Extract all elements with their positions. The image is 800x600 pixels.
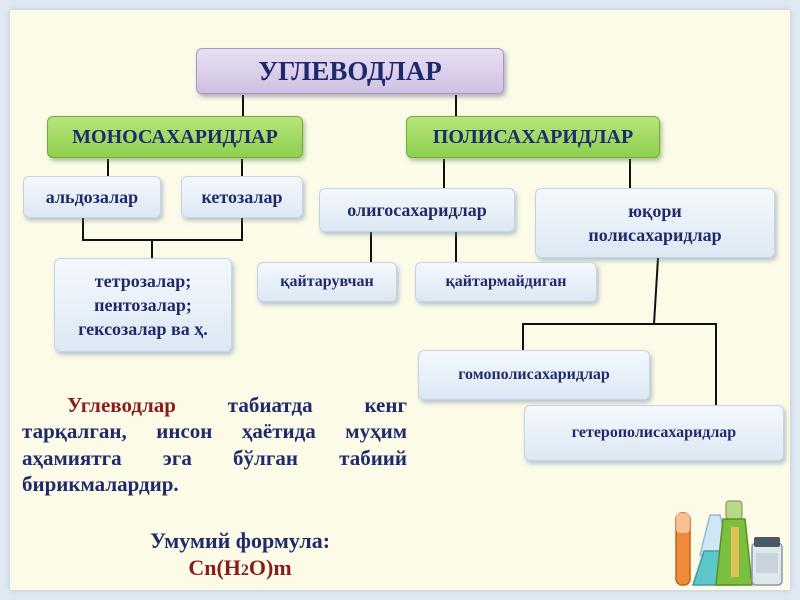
homopolysaccharides-node: гомополисахаридлар — [418, 350, 650, 400]
connector-high-branch — [653, 257, 659, 325]
monosaccharide-types-node: тетрозалар; пентозалар; гексозалар ва ҳ. — [54, 258, 232, 352]
ketoses-node: кетозалар — [181, 176, 303, 218]
higher-polysaccharides-node: юқори полисахаридлар — [535, 188, 775, 258]
reducing-node: қайтарувчан — [257, 262, 397, 302]
lab-glassware-icon — [675, 500, 783, 586]
nonreducing-node: қайтармайдиган — [415, 262, 597, 302]
root-node: УГЛЕВОДЛАР — [196, 48, 504, 94]
highlight-term: Углеводлар — [67, 393, 176, 417]
polysaccharides-node: ПОЛИСАХАРИДЛАР — [406, 116, 660, 158]
mono-types-line-3: гексозалар ва ҳ. — [78, 319, 208, 340]
description-text: табиатда кенг тарқалган, инсон ҳаётида м… — [22, 393, 407, 496]
oligosaccharides-node: олигосахаридлар — [319, 188, 515, 232]
higher-poly-line-2: полисахаридлар — [588, 225, 722, 245]
connector-homo-hetero — [522, 323, 717, 405]
general-formula: Cn(H2O)m — [100, 555, 380, 581]
description-paragraph: Углеводлар табиатда кенг тарқалган, инсо… — [22, 392, 407, 497]
formula-label: Умумий формула: — [149, 528, 331, 553]
formula-part-a: Cn(H — [188, 555, 241, 580]
formula-part-b: O)m — [248, 555, 292, 580]
connector-aldo-keto — [82, 218, 243, 241]
formula-subscript: 2 — [240, 562, 249, 579]
mono-types-line-2: пентозалар; — [94, 294, 192, 315]
heteropolysaccharides-node: гетерополисахаридлар — [524, 405, 784, 461]
aldoses-node: альдозалар — [23, 176, 161, 218]
mono-types-line-1: тетрозалар; — [94, 270, 192, 291]
higher-poly-line-1: юқори — [628, 200, 682, 221]
monosaccharides-node: МОНОСАХАРИДЛАР — [47, 116, 303, 158]
